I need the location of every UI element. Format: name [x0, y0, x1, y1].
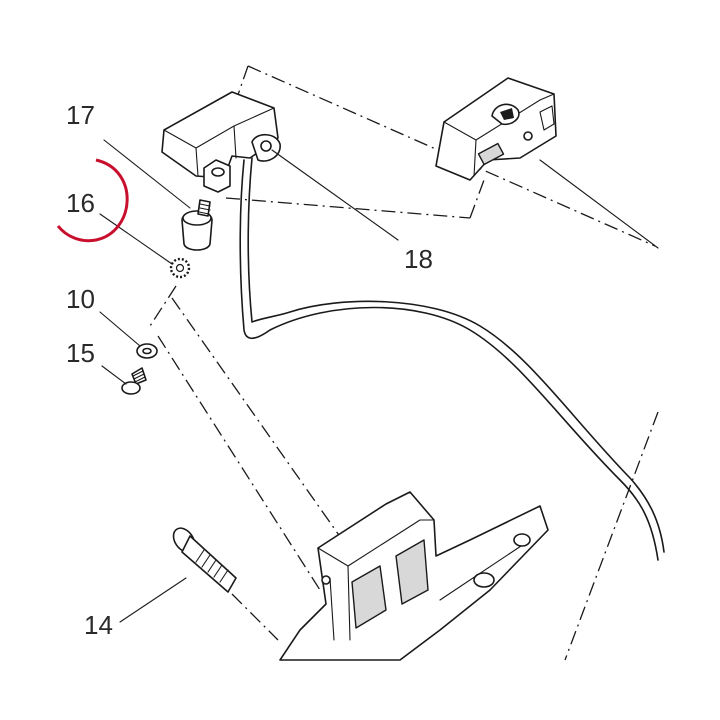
leader-18 [271, 149, 399, 241]
assembly-guide-lines [149, 65, 659, 661]
lower-mount-plate [279, 491, 549, 661]
label-part-15: 15 [66, 338, 95, 368]
label-part-14: 14 [84, 610, 113, 640]
leader-lines [99, 139, 659, 623]
part-16-lock-washer [169, 257, 191, 279]
label-part-16: 16 [66, 188, 95, 218]
label-part-10: 10 [66, 284, 95, 314]
label-part-18: 18 [404, 244, 433, 274]
highlight-circle [56, 158, 129, 243]
leader-14 [119, 577, 187, 623]
leader-connector [539, 159, 659, 249]
connector-block [435, 77, 557, 181]
sensor-cable [239, 157, 665, 561]
leader-16 [99, 213, 173, 265]
part-10-flat-washer [136, 343, 158, 359]
leader-10 [99, 311, 141, 347]
leader-15 [101, 365, 127, 385]
part-17-spacer [181, 199, 213, 251]
label-part-17: 17 [66, 100, 95, 130]
part-14-bolt [172, 527, 237, 593]
upper-mount-bracket [161, 91, 281, 193]
part-15-screw [121, 367, 147, 395]
leader-17 [103, 139, 191, 209]
